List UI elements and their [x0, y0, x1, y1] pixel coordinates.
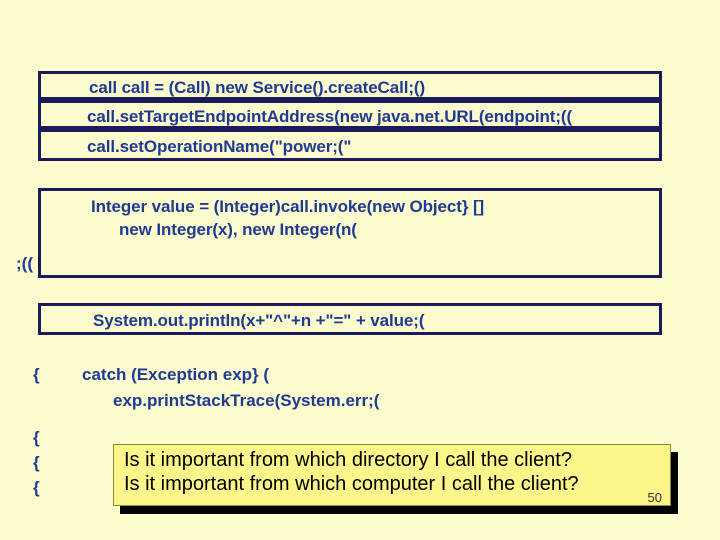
stray-token-semicolon-parens: ;((	[16, 254, 33, 273]
callout-question-1: Is it important from which directory I c…	[124, 449, 572, 471]
code-brace-closing-2: {	[33, 453, 40, 472]
code-brace-closing-1: {	[33, 428, 40, 447]
code-line-set-operation: call.setOperationName("power;("	[87, 137, 352, 156]
code-line-set-endpoint: call.setTargetEndpointAddress(new java.n…	[87, 107, 573, 126]
page-number: 50	[647, 490, 662, 505]
code-line-catch-clause: catch (Exception exp} (	[82, 365, 270, 384]
code-line-invoke-2: new Integer(x), new Integer(n(	[119, 220, 357, 239]
code-line-print-stack-trace: exp.printStackTrace(System.err;(	[113, 391, 380, 410]
code-box-create-call: call call = (Call) new Service().createC…	[38, 71, 662, 100]
code-brace-catch: {	[33, 365, 40, 384]
code-brace-closing-3: {	[33, 478, 40, 497]
code-box-println: System.out.println(x+"^"+n +"=" + value;…	[38, 303, 662, 335]
code-box-set-endpoint: call.setTargetEndpointAddress(new java.n…	[38, 100, 662, 129]
code-line-create-call: call call = (Call) new Service().createC…	[89, 78, 426, 97]
code-line-println: System.out.println(x+"^"+n +"=" + value;…	[93, 311, 425, 330]
code-line-invoke-1: Integer value = (Integer)call.invoke(new…	[91, 197, 485, 216]
callout-question-2: Is it important from which computer I ca…	[124, 473, 579, 495]
code-box-invoke: Integer value = (Integer)call.invoke(new…	[38, 188, 662, 278]
callout-box: Is it important from which directory I c…	[113, 444, 671, 506]
code-box-set-operation: call.setOperationName("power;("	[38, 129, 662, 161]
